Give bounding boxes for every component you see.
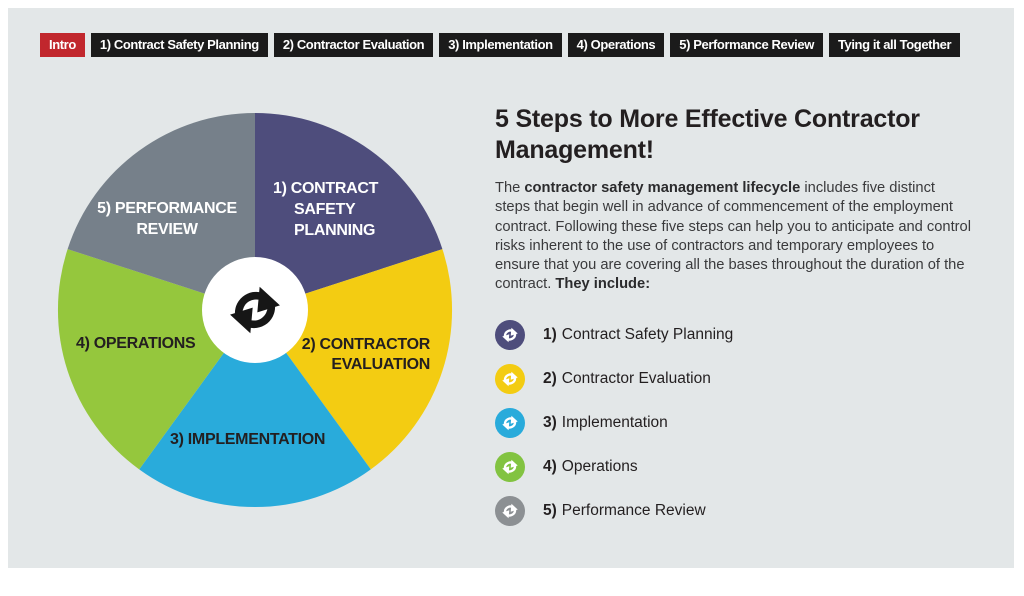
pie-slice-implementation <box>139 310 371 508</box>
tab-intro[interactable]: Intro <box>40 33 85 57</box>
paragraph-text: includes five distinct steps that begin … <box>495 180 971 293</box>
tab-performance-review[interactable]: 5) Performance Review <box>670 33 823 57</box>
pie-label-line: 1) CONTRACT <box>273 180 379 197</box>
tab-contractor-evaluation[interactable]: 2) Contractor Evaluation <box>273 33 434 57</box>
list-item-label: 3)Implementation <box>543 408 668 438</box>
pie-label-line: EVALUATION <box>331 356 430 373</box>
pie-label-line: REVIEW <box>136 221 198 238</box>
pie-label-line: SAFETY <box>294 201 356 218</box>
cycle-icon <box>495 320 525 350</box>
cycle-icon <box>495 496 525 526</box>
paragraph-bold-lifecycle: contractor safety management lifecycle <box>524 180 801 196</box>
course-nav-bar: Intro 1) Contract Safety Planning 2) Con… <box>40 33 961 57</box>
step-label: Implementation <box>561 414 668 431</box>
cycle-icon <box>495 408 525 438</box>
cycle-icon <box>495 452 525 482</box>
slide-panel: Intro 1) Contract Safety Planning 2) Con… <box>8 8 1014 568</box>
step-number: 2) <box>543 370 557 387</box>
step-label: Contractor Evaluation <box>561 370 711 387</box>
pie-label-line: PLANNING <box>294 222 376 239</box>
list-item-operations: 4)Operations <box>495 452 733 482</box>
steps-list: 1)Contract Safety Planning 2)Contractor … <box>495 320 733 540</box>
pie-label-operations: 4) OPERATIONS <box>76 333 196 354</box>
tab-implementation[interactable]: 3) Implementation <box>439 33 562 57</box>
step-number: 1) <box>543 326 557 343</box>
tab-contract-safety-planning[interactable]: 1) Contract Safety Planning <box>90 33 268 57</box>
pie-slice-performance-review <box>67 113 255 310</box>
paragraph-text: The <box>495 180 525 196</box>
pie-label-line: 5) PERFORMANCE <box>97 200 237 217</box>
pie-label-performance-review: 5) PERFORMANCE REVIEW <box>87 198 247 240</box>
pie-label-contractor-evaluation: 2) CONTRACTOR EVALUATION <box>301 335 431 375</box>
step-number: 3) <box>543 414 557 431</box>
page-title: 5 Steps to More Effective Contractor Man… <box>495 105 920 164</box>
step-number: 4) <box>543 458 557 475</box>
list-item-label: 5)Performance Review <box>543 496 706 526</box>
pie-label-line: 4) OPERATIONS <box>76 335 196 352</box>
intro-paragraph: The contractor safety management lifecyc… <box>495 179 973 295</box>
paragraph-bold-they-include: They include: <box>555 276 651 293</box>
list-item-performance-review: 5)Performance Review <box>495 496 733 526</box>
lifecycle-pie-diagram: 1) CONTRACT SAFETY PLANNING 2) CONTRACTO… <box>55 110 455 510</box>
tab-tying-it-all-together[interactable]: Tying it all Together <box>828 33 961 57</box>
pie-label-line: 3) IMPLEMENTATION <box>170 431 326 448</box>
list-item-contract-safety-planning: 1)Contract Safety Planning <box>495 320 733 350</box>
list-item-label: 2)Contractor Evaluation <box>543 364 711 394</box>
list-item-contractor-evaluation: 2)Contractor Evaluation <box>495 364 733 394</box>
pie-slice-contract-safety-planning <box>255 112 443 310</box>
tab-operations[interactable]: 4) Operations <box>567 33 665 57</box>
cycle-icon <box>495 364 525 394</box>
pie-label-contract-safety-planning: 1) CONTRACT SAFETY PLANNING <box>273 178 378 241</box>
step-label: Contract Safety Planning <box>561 326 734 343</box>
pie-label-line: 2) CONTRACTOR <box>301 336 431 353</box>
step-number: 5) <box>543 502 557 519</box>
list-item-label: 4)Operations <box>543 452 638 482</box>
step-label: Operations <box>561 458 638 475</box>
step-label: Performance Review <box>561 502 706 519</box>
pie-label-implementation: 3) IMPLEMENTATION <box>170 429 326 450</box>
list-item-label: 1)Contract Safety Planning <box>543 320 733 350</box>
list-item-implementation: 3)Implementation <box>495 408 733 438</box>
pie-center-hub <box>202 257 308 363</box>
